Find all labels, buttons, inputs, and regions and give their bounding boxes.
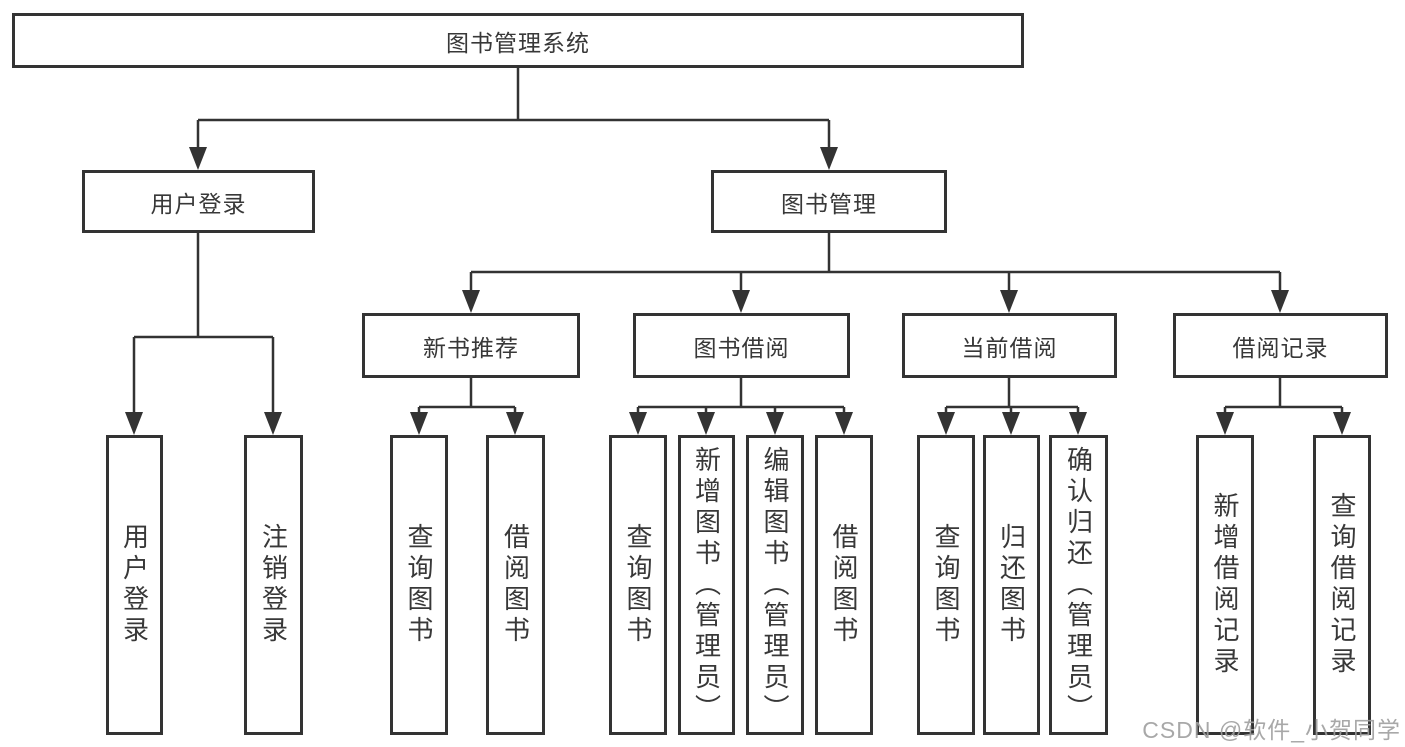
leaf-confirm-return-admin-label: 确认归还（管理员） (1063, 445, 1094, 725)
leaf-return-books: 归还图书 (983, 435, 1040, 735)
leaf-edit-book-admin: 编辑图书（管理员） (746, 435, 804, 735)
leaf-query-borrow-record: 查询借阅记录 (1313, 435, 1371, 735)
node-current-borrowing: 当前借阅 (902, 313, 1117, 378)
leaf-user-login-label: 用户登录 (119, 523, 150, 647)
node-library-system-label: 图书管理系统 (446, 29, 590, 56)
leaf-query-borrow-record-label: 查询借阅记录 (1327, 492, 1357, 678)
watermark-text: CSDN @软件_小贺同学 (1142, 717, 1401, 743)
leaf-query-books-borrowing: 查询图书 (609, 435, 667, 735)
node-new-book-recommend: 新书推荐 (362, 313, 580, 378)
leaf-confirm-return-admin: 确认归还（管理员） (1049, 435, 1108, 735)
leaf-query-books-recommend: 查询图书 (390, 435, 448, 735)
node-current-borrowing-label: 当前借阅 (961, 334, 1058, 361)
node-new-book-recommend-label: 新书推荐 (423, 334, 519, 361)
leaf-query-books-recommend-label: 查询图书 (404, 523, 434, 647)
leaf-borrow-books-recommend: 借阅图书 (486, 435, 545, 735)
node-user-login: 用户登录 (82, 170, 315, 233)
node-book-management: 图书管理 (711, 170, 947, 233)
node-book-borrowing-label: 图书借阅 (693, 334, 790, 361)
node-book-management-label: 图书管理 (781, 190, 877, 217)
leaf-edit-book-admin-label: 编辑图书（管理员） (760, 445, 790, 725)
leaf-add-borrow-record: 新增借阅记录 (1196, 435, 1254, 735)
node-library-system: 图书管理系统 (12, 13, 1024, 68)
leaf-query-books-borrowing-label: 查询图书 (623, 523, 653, 647)
node-book-borrowing: 图书借阅 (633, 313, 850, 378)
node-borrowing-records: 借阅记录 (1173, 313, 1388, 378)
leaf-logout-label: 注销登录 (258, 523, 289, 647)
leaf-add-borrow-record-label: 新增借阅记录 (1210, 492, 1240, 678)
leaf-query-books-current-label: 查询图书 (931, 523, 961, 647)
node-user-login-label: 用户登录 (150, 190, 247, 217)
node-borrowing-records-label: 借阅记录 (1232, 334, 1329, 361)
leaf-add-book-admin-label: 新增图书（管理员） (691, 445, 722, 725)
leaf-query-books-current: 查询图书 (917, 435, 975, 735)
leaf-add-book-admin: 新增图书（管理员） (678, 435, 735, 735)
leaf-borrow-books: 借阅图书 (815, 435, 873, 735)
leaf-borrow-books-recommend-label: 借阅图书 (500, 523, 531, 647)
leaf-return-books-label: 归还图书 (996, 523, 1027, 647)
leaf-logout: 注销登录 (244, 435, 303, 735)
leaf-borrow-books-label: 借阅图书 (829, 523, 859, 647)
leaf-user-login: 用户登录 (106, 435, 163, 735)
